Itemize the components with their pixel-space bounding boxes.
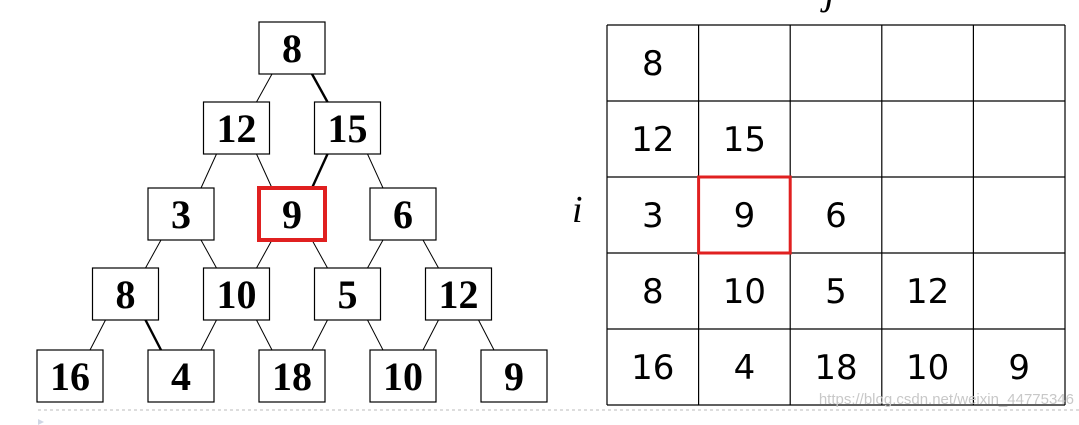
highlighted-node-box (257, 186, 327, 242)
tree-edge (311, 239, 328, 269)
tree-edge (310, 73, 329, 103)
node-value: 4 (171, 354, 191, 399)
tree-node: 9 (257, 186, 327, 242)
tree-node: 4 (147, 349, 215, 403)
node-value: 12 (439, 272, 479, 317)
node-box (313, 267, 382, 321)
tree-node: 12 (424, 267, 493, 321)
row-index-label: i (572, 189, 583, 231)
tree-edge (200, 153, 217, 189)
tree-node: 6 (369, 187, 437, 241)
tree-edges (89, 73, 495, 351)
tree-edge (256, 319, 273, 351)
highlighted-table-cell (697, 175, 792, 255)
tree-edge (367, 239, 384, 269)
tree-node: 5 (313, 267, 382, 321)
table-cell-value: 18 (814, 348, 857, 388)
tree-edge (256, 239, 273, 269)
tree-edge (367, 319, 384, 351)
node-box (369, 187, 437, 241)
node-value: 10 (383, 354, 423, 399)
node-box (424, 267, 493, 321)
node-box (147, 349, 215, 403)
table-cell-value: 3 (642, 196, 664, 236)
node-value: 5 (338, 272, 358, 317)
tree-node: 8 (258, 21, 326, 75)
node-box (36, 349, 104, 403)
tree-node: 9 (480, 349, 548, 403)
tree-edge (89, 319, 106, 351)
tree-node: 18 (258, 349, 326, 403)
tree-edge (478, 319, 495, 351)
tree-node: 15 (313, 101, 382, 155)
node-value: 10 (217, 272, 257, 317)
tree-edge (422, 319, 439, 351)
node-box (258, 349, 326, 403)
tree-edge (200, 239, 217, 269)
table-cell-value: 8 (642, 44, 664, 84)
table-cell-value: 10 (723, 272, 766, 312)
node-value: 8 (116, 272, 136, 317)
tree-node: 10 (202, 267, 271, 321)
node-value: 16 (50, 354, 90, 399)
tree-node: 12 (202, 101, 271, 155)
tree-nodes: 8 12 15 3 9 6 8 10 5 12 16 4 18 10 9 (36, 21, 548, 403)
node-value: 9 (282, 192, 302, 237)
table-cell-value: 15 (723, 120, 766, 160)
table-cell-value: 6 (825, 196, 847, 236)
tree-edge (422, 239, 439, 269)
table-cell-value: 12 (906, 272, 949, 312)
node-value: 8 (282, 26, 302, 71)
node-value: 9 (504, 354, 524, 399)
col-index-label: j (819, 0, 835, 13)
tree-edge (256, 153, 273, 189)
table-cell-value: 9 (734, 196, 756, 236)
tree-edge (144, 319, 163, 351)
node-box (147, 187, 215, 241)
node-box (202, 267, 271, 321)
tree-edge (310, 153, 329, 189)
tree-edge (256, 73, 273, 103)
node-box (313, 101, 382, 155)
node-value: 15 (328, 106, 368, 151)
node-box (202, 101, 271, 155)
node-value: 12 (217, 106, 257, 151)
tree-node: 3 (147, 187, 215, 241)
table-cell-value: 16 (631, 348, 674, 388)
tree-node: 16 (36, 349, 104, 403)
node-box (91, 267, 160, 321)
watermark-text: https://blog.csdn.net/weixin_44775346 (819, 391, 1074, 408)
tree-edge (311, 319, 328, 351)
node-value: 18 (272, 354, 312, 399)
node-box (258, 21, 326, 75)
table-cell-value: 5 (825, 272, 847, 312)
table-cell-value: 9 (1008, 348, 1030, 388)
tree-edge (200, 319, 217, 351)
dp-table: 8 12 15 3 9 6 8 10 5 12 16 4 18 10 9 (606, 24, 1066, 406)
node-box (369, 349, 437, 403)
tree-edge (145, 239, 162, 269)
node-value: 3 (171, 192, 191, 237)
tree-edge (367, 153, 384, 189)
table-cell-value: 4 (734, 348, 756, 388)
slide-corner-icon (38, 419, 44, 425)
tree-node: 8 (91, 267, 160, 321)
tree-node: 10 (369, 349, 437, 403)
node-box (480, 349, 548, 403)
table-cell-value: 8 (642, 272, 664, 312)
table-cell-value: 12 (631, 120, 674, 160)
table-cell-value: 10 (906, 348, 949, 388)
node-value: 6 (393, 192, 413, 237)
